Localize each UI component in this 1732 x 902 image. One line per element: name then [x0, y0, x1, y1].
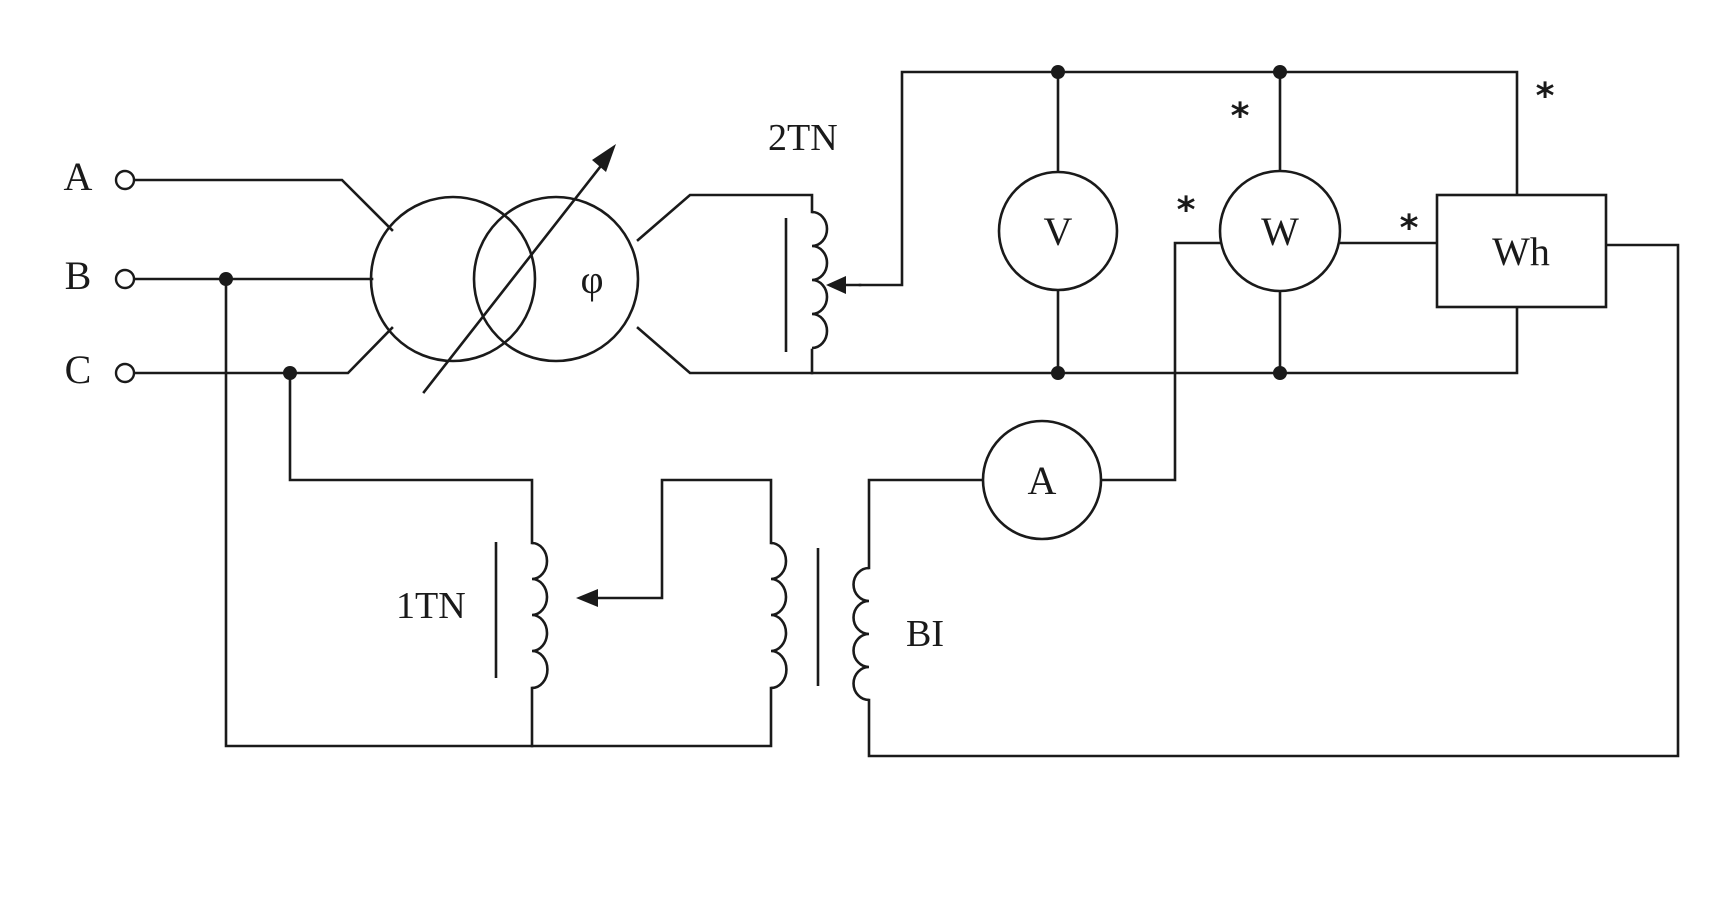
2tn-wiper-arrowhead [826, 276, 846, 294]
wire-phase-c [132, 326, 394, 375]
energy-meter-body [1435, 193, 1608, 309]
wire-b-tap-bottom [224, 277, 773, 748]
wattmeter-body [1218, 169, 1342, 293]
ct-label: BI [906, 613, 944, 655]
node-phase-c [283, 366, 297, 380]
wire-2tn-wiper [858, 70, 1519, 287]
1tn-wiper-arrowhead [576, 589, 598, 607]
wire-wh-return [867, 243, 1680, 758]
1tn-label: 1TN [396, 585, 466, 627]
phase-shifter: φ [369, 144, 640, 394]
input-terminals: A B C [64, 154, 136, 392]
energy-meter: Wh [1435, 193, 1608, 309]
autotransformer-2tn: 2TN [768, 117, 862, 352]
node-top-bus-voltmeter [1051, 65, 1065, 79]
ct-primary-winding [770, 541, 788, 690]
junction-nodes [219, 65, 1287, 380]
terminal-b-label: B [65, 253, 92, 298]
current-transformer-bi: BI [770, 541, 944, 702]
polarity-mark-wattmeter-voltage: * [1231, 96, 1250, 137]
terminal-b[interactable] [114, 268, 136, 290]
wire-shifter-out-top [636, 193, 814, 242]
terminal-a-label: A [64, 154, 93, 199]
terminal-a[interactable] [114, 169, 136, 191]
wire-1tn-wiper-to-ct [588, 478, 773, 600]
autotransformer-1tn: 1TN [396, 541, 598, 690]
terminal-c[interactable] [114, 362, 136, 384]
node-phase-b [219, 272, 233, 286]
2tn-label: 2TN [768, 117, 838, 159]
2tn-winding [811, 210, 829, 350]
ammeter-body [981, 419, 1103, 541]
voltmeter: V [997, 170, 1119, 292]
polarity-mark-wh-current: * [1400, 208, 1419, 249]
node-bottom-bus-voltmeter [1051, 366, 1065, 380]
polarity-marks: * * * * [1177, 76, 1555, 249]
voltmeter-body [997, 170, 1119, 292]
wire-ct-secondary-top [867, 478, 985, 570]
phase-shifter-arrowhead [592, 144, 616, 172]
wire-shifter-out-bottom [636, 305, 1519, 375]
node-top-bus-wattmeter [1273, 65, 1287, 79]
voltmeter-label: V [1044, 209, 1073, 254]
ammeter: A [981, 419, 1103, 541]
terminal-c-label: C [65, 347, 92, 392]
wire-c-tap-to-1tn [288, 371, 534, 545]
ct-secondary-winding [852, 566, 870, 702]
ammeter-label: A [1028, 458, 1057, 503]
phase-shifter-symbol: φ [580, 257, 603, 302]
phase-shifter-stator [369, 195, 537, 363]
phase-shifter-rotor [472, 195, 640, 363]
energy-meter-label: Wh [1492, 229, 1550, 274]
polarity-mark-wh-voltage: * [1536, 76, 1555, 117]
wattmeter-label: W [1261, 209, 1299, 254]
node-bottom-bus-wattmeter [1273, 366, 1287, 380]
polarity-mark-wattmeter-current: * [1177, 190, 1196, 231]
wire-phase-a [132, 178, 394, 232]
wire-ammeter-to-wattmeter [1099, 241, 1222, 482]
1tn-winding [531, 541, 549, 690]
wattmeter: W [1218, 169, 1342, 293]
wires [132, 70, 1680, 758]
phase-shifter-adjust-arrow [422, 160, 606, 394]
